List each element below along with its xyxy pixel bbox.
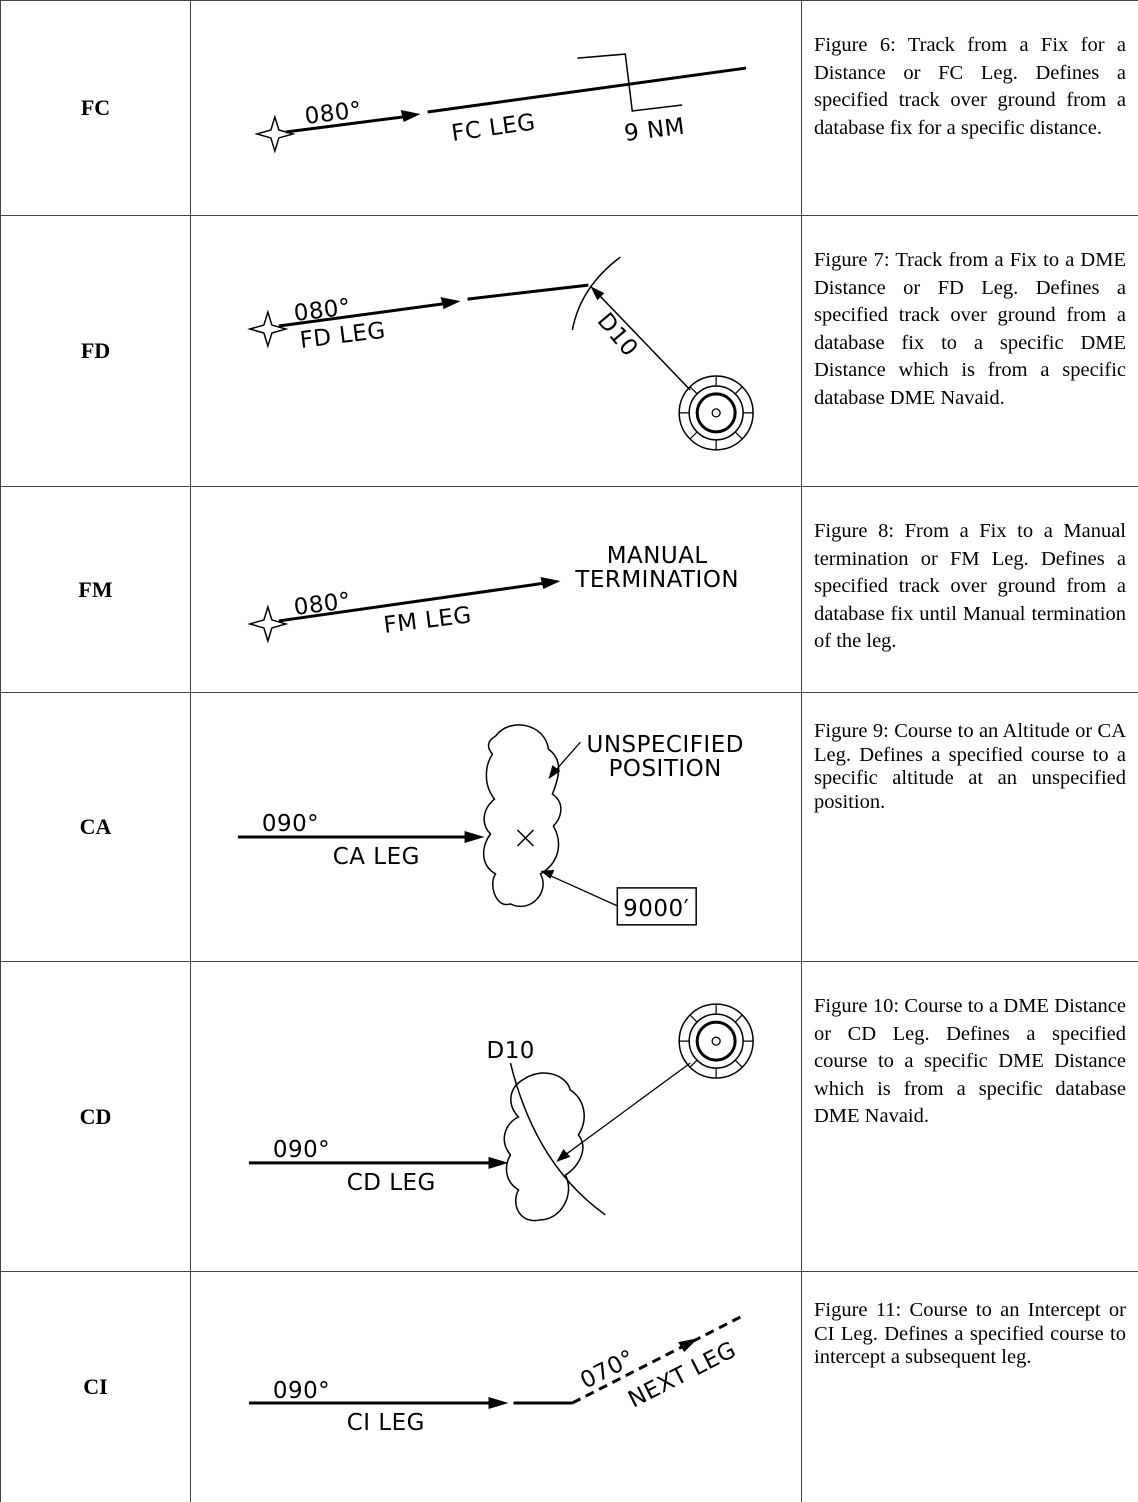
fix-star-icon <box>257 117 293 151</box>
course-label: 090° <box>262 811 319 837</box>
course-label: 080° <box>292 588 352 621</box>
course-arrowhead <box>441 297 461 309</box>
description-cell: Figure 7: Track from a Fix to a DME Dist… <box>802 216 1138 487</box>
cd-leg-diagram: D10 090° CD LEG <box>191 962 801 1271</box>
leg-code: CA <box>1 693 191 962</box>
ca-leg-figure: 9000′ 090° CA LEG UNSPECIFIED POSITION <box>191 693 802 962</box>
description-cell: Figure 11: Course to an Intercept or CI … <box>802 1272 1138 1502</box>
description-cell: Figure 9: Course to an Altitude or CA Le… <box>802 693 1138 962</box>
description-cell: Figure 8: From a Fix to a Manual termina… <box>802 487 1138 693</box>
table-row-ci: CI 090° CI LEG 070° NEXT LEG Figure 11: … <box>1 1272 1138 1502</box>
dme-arc <box>510 1063 605 1215</box>
table-row-ca: CA 9000′ 090° CA LEG UNSPECIFIED POSITIO… <box>1 693 1138 962</box>
fm-leg-diagram: 080° FM LEG MANUAL TERMINATION <box>191 487 801 692</box>
figure-description: Figure 6: Track from a Fix for a Distanc… <box>814 1 1126 142</box>
distance-marker <box>577 54 682 111</box>
dme-navaid-icon <box>679 376 753 450</box>
dme-label: D10 <box>487 1038 535 1064</box>
table-row-fd: FD 080° FD LEG D10 <box>1 216 1138 487</box>
dme-label: D10 <box>592 308 643 362</box>
course-arrowhead <box>489 1397 509 1409</box>
track-line <box>468 285 589 299</box>
ci-leg-figure: 090° CI LEG 070° NEXT LEG <box>191 1272 802 1502</box>
figure-description: Figure 11: Course to an Intercept or CI … <box>814 1272 1126 1370</box>
table-row-cd: CD D10 090° CD LEG <box>1 962 1138 1272</box>
description-cell: Figure 10: Course to a DME Distance or C… <box>802 962 1138 1272</box>
position-x-icon <box>517 830 533 846</box>
course-label: 090° <box>273 1137 330 1163</box>
figure-description: Figure 8: From a Fix to a Manual termina… <box>814 487 1126 656</box>
next-leg-arrowhead <box>678 1338 698 1352</box>
figure-description: Figure 9: Course to an Altitude or CA Le… <box>814 693 1126 814</box>
termination-label-line-1: MANUAL <box>607 543 708 569</box>
course-arrowhead <box>489 1157 509 1169</box>
position-label-line-1: UNSPECIFIED <box>587 732 744 758</box>
leg-label: FC LEG <box>450 109 537 147</box>
leg-code: CI <box>1 1272 191 1502</box>
description-cell: Figure 6: Track from a Fix for a Distanc… <box>802 1 1138 216</box>
course-arrowhead <box>540 577 560 589</box>
termination-label-line-2: TERMINATION <box>574 567 739 593</box>
position-label-line-2: POSITION <box>609 756 722 782</box>
dme-radial <box>562 1063 690 1157</box>
fd-leg-diagram: 080° FD LEG D10 <box>191 216 801 486</box>
ci-leg-diagram: 090° CI LEG 070° NEXT LEG <box>191 1272 801 1502</box>
distance-label: 9 NM <box>623 114 687 147</box>
cd-leg-figure: D10 090° CD LEG <box>191 962 802 1272</box>
table-row-fc: FC 080° FC LEG 9 NM Figure 6: Track from… <box>1 1 1138 216</box>
altitude-pointer <box>546 874 617 906</box>
altitude-label: 9000′ <box>623 896 689 922</box>
figure-description: Figure 7: Track from a Fix to a DME Dist… <box>814 216 1126 412</box>
table-row-fm: FM 080° FM LEG MANUAL TERMINATION Figure… <box>1 487 1138 693</box>
course-label: 080° <box>303 97 363 130</box>
course-label: 090° <box>273 1378 330 1404</box>
leg-code: CD <box>1 962 191 1272</box>
unspecified-position-area <box>484 725 561 906</box>
ca-leg-diagram: 9000′ 090° CA LEG UNSPECIFIED POSITION <box>191 693 801 961</box>
leg-label: CD LEG <box>347 1170 436 1196</box>
leg-label: FM LEG <box>382 602 473 639</box>
leg-label: CA LEG <box>333 844 420 870</box>
leg-code: FC <box>1 1 191 216</box>
course-arrowhead <box>401 110 421 122</box>
figure-description: Figure 10: Course to a DME Distance or C… <box>814 962 1126 1131</box>
fm-leg-figure: 080° FM LEG MANUAL TERMINATION <box>191 487 802 693</box>
leg-code: FM <box>1 487 191 693</box>
dme-navaid-icon <box>679 1004 753 1078</box>
fix-star-icon <box>250 312 286 346</box>
course-arrowhead <box>465 831 485 843</box>
fc-leg-figure: 080° FC LEG 9 NM <box>191 1 802 216</box>
leg-code: FD <box>1 216 191 487</box>
fd-leg-figure: 080° FD LEG D10 <box>191 216 802 487</box>
fc-leg-diagram: 080° FC LEG 9 NM <box>191 1 801 215</box>
leg-label: CI LEG <box>347 1410 425 1436</box>
fix-star-icon <box>250 607 286 641</box>
track-line <box>428 68 746 112</box>
dme-arrowhead <box>556 1149 570 1162</box>
